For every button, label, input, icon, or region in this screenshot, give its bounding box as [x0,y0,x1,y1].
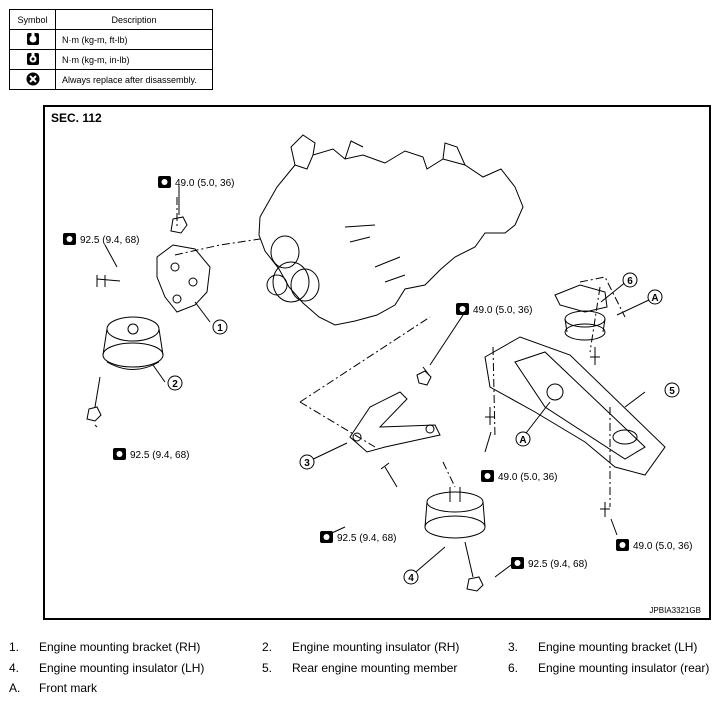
svg-text:1: 1 [217,323,223,334]
exploded-view-diagram: 49.0 (5.0, 36) 92.5 (9.4, 68) 92.5 (9.4,… [63,134,692,592]
svg-text:92.5 (9.4, 68): 92.5 (9.4, 68) [337,533,396,544]
legend-item-2: 2.Engine mounting insulator (RH) [262,640,460,654]
torque-wrench-inlb-icon [9,49,56,70]
legend-item-6: 6.Engine mounting insulator (rear) [508,661,710,675]
svg-text:49.0 (5.0, 36): 49.0 (5.0, 36) [175,178,234,189]
symbol-header: Symbol [9,9,56,30]
section-label: SEC. 112 [51,111,102,125]
callout-4: 4 [403,569,419,585]
svg-text:92.5 (9.4, 68): 92.5 (9.4, 68) [130,450,189,461]
torque-label-8: 49.0 (5.0, 36) [616,539,692,552]
diagram-frame: SEC. 112 [43,105,711,620]
svg-text:A: A [519,435,526,446]
bracket-rh-part [156,244,211,313]
legend-item-5: 5.Rear engine mounting member [262,661,458,675]
symbol-desc-2: N·m (kg-m, in-lb) [55,49,213,70]
svg-text:92.5 (9.4, 68): 92.5 (9.4, 68) [528,559,587,570]
symbol-desc-1: N·m (kg-m, ft-lb) [55,29,213,50]
legend-item-3: 3.Engine mounting bracket (LH) [508,640,698,654]
callout-2: 2 [167,375,183,391]
callout-a-1: A [647,289,663,305]
always-replace-icon [9,69,56,90]
description-header: Description [55,9,213,30]
svg-text:49.0 (5.0, 36): 49.0 (5.0, 36) [633,541,692,552]
torque-wrench-icon [9,29,56,50]
svg-text:4: 4 [408,573,414,584]
insulator-rh-part [102,316,164,370]
callout-1: 1 [212,319,228,335]
legend-item-a: A.Front mark [9,681,98,695]
symbol-desc-3: Always replace after disassembly. [55,69,213,90]
callout-3: 3 [299,454,315,470]
torque-label-3: 92.5 (9.4, 68) [113,448,189,461]
torque-label-6: 49.0 (5.0, 36) [481,470,557,483]
svg-text:49.0 (5.0, 36): 49.0 (5.0, 36) [473,305,532,316]
legend-item-1: 1.Engine mounting bracket (RH) [9,640,201,654]
callout-6: 6 [622,272,638,288]
svg-text:92.5 (9.4, 68): 92.5 (9.4, 68) [80,235,139,246]
callout-5: 5 [664,382,680,398]
rear-member-part [484,336,666,476]
bracket-lh-part [349,391,441,453]
svg-text:3: 3 [304,458,310,469]
insulator-lh-part [424,487,486,539]
torque-label-2: 92.5 (9.4, 68) [63,233,139,246]
torque-label-1: 49.0 (5.0, 36) [158,176,234,189]
svg-text:5: 5 [669,386,675,397]
torque-label-7: 92.5 (9.4, 68) [511,557,587,570]
engine-outline [258,148,524,326]
svg-text:2: 2 [172,379,178,390]
callout-a-2: A [515,431,531,447]
svg-text:6: 6 [627,276,633,287]
insulator-rear-part [554,284,608,341]
legend-item-4: 4.Engine mounting insulator (LH) [9,661,205,675]
figure-id: JPBIA3321GB [649,606,701,615]
svg-text:49.0 (5.0, 36): 49.0 (5.0, 36) [498,472,557,483]
torque-label-5: 92.5 (9.4, 68) [320,531,396,544]
svg-text:A: A [651,293,658,304]
torque-label-4: 49.0 (5.0, 36) [456,303,532,316]
symbol-table: Symbol Description N·m (kg-m, ft-lb) N·m… [9,9,213,90]
